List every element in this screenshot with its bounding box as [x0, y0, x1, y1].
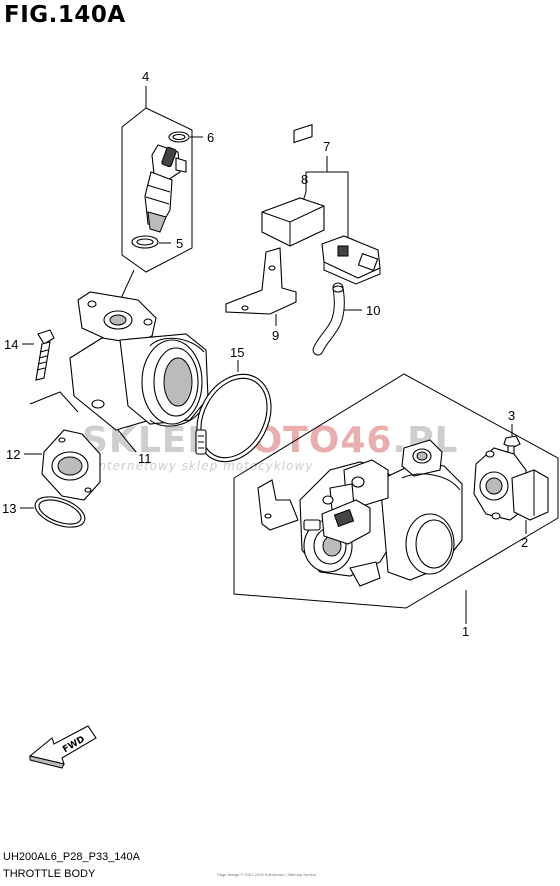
callout-10: 10: [366, 303, 380, 318]
watermark-tagline: internetowy sklep motocyklowy: [94, 459, 313, 473]
part-5-o-ring: [131, 235, 171, 249]
callout-labels: 4 6 5 7 8 9 10 14 15 11 12 13 3 2 1: [2, 69, 528, 639]
part-9-bracket: [225, 247, 297, 326]
part-4-fuel-injector: [144, 144, 187, 233]
callout-9: 9: [272, 328, 279, 343]
callout-5: 5: [176, 236, 183, 251]
part-12-insulator: [24, 429, 101, 501]
part-2-throttle-sensor: [473, 447, 549, 534]
throttle-body-group-outline: [233, 373, 559, 624]
callout-12: 12: [6, 447, 20, 462]
fwd-direction-arrow: FWD: [28, 725, 97, 769]
figure-title: FIG.140A: [4, 2, 126, 28]
callout-8: 8: [301, 172, 308, 187]
section-title: THROTTLE BODY: [3, 868, 96, 880]
callout-1: 1: [462, 624, 469, 639]
callout-13: 13: [2, 501, 16, 516]
watermark-brand-gray: SKLEP: [82, 420, 215, 461]
watermark: SKLEPMOTO46.PL internetowy sklep motocyk…: [82, 420, 457, 473]
part-7-sensor: [321, 235, 381, 285]
callout-6: 6: [207, 130, 214, 145]
part-13-o-ring: [20, 496, 86, 528]
callout-15: 15: [230, 345, 244, 360]
footer-note: Page design © 2007-2016 Solidworks / Sit…: [217, 872, 317, 877]
part-11-intake-pipe: [69, 291, 209, 453]
part-3-screw: [503, 424, 521, 455]
model-code: UH200AL6_P28_P33_140A: [3, 851, 141, 863]
part-14-bolt: [22, 329, 79, 413]
part-15-clamp: [195, 360, 272, 463]
callout-11: 11: [138, 451, 152, 466]
callout-4: 4: [142, 69, 149, 84]
part-8-rubber-cover: [261, 123, 325, 247]
callout-3: 3: [508, 408, 515, 423]
group-4-border: [121, 107, 193, 273]
part-6-o-ring: [168, 131, 203, 143]
part-10-hose: [312, 282, 362, 356]
callout-7: 7: [323, 139, 330, 154]
callout-14: 14: [4, 337, 18, 352]
part-1-throttle-body: [257, 439, 463, 587]
callout-2: 2: [521, 535, 528, 550]
